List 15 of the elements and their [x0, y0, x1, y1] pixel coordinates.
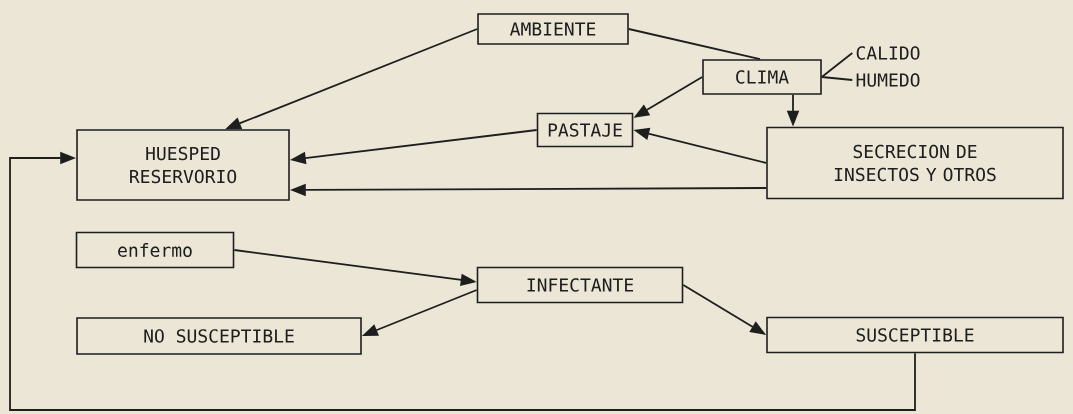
text-label: HUMEDO	[856, 73, 920, 87]
process-box: INFECTANTE	[476, 266, 684, 304]
process-box: SUSCEPTIBLE	[766, 316, 1064, 354]
connector-line	[820, 76, 854, 81]
process-box: HUESPED RESERVORIO	[76, 129, 290, 201]
process-box: CLIMA	[702, 59, 822, 95]
process-box: AMBIENTE	[477, 13, 629, 45]
process-box: SECRECION DE INSECTOS Y OTROS	[766, 126, 1064, 200]
connector-line	[627, 28, 761, 61]
text-label: CALIDO	[856, 46, 920, 60]
process-box: enfermo	[75, 231, 235, 269]
arrow	[9, 151, 916, 411]
process-box: PASTAJE	[536, 112, 634, 148]
connector-line	[820, 52, 854, 78]
process-box: NO SUSCEPTIBLE	[76, 317, 362, 355]
